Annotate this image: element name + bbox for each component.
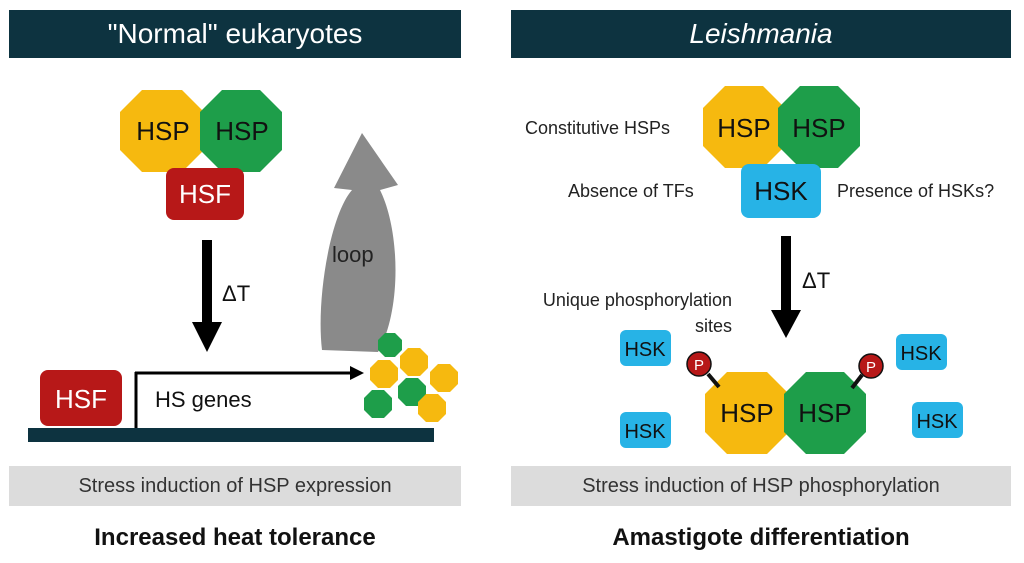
right-outcome: Amastigote differentiation bbox=[612, 524, 910, 551]
constitutive-label: Constitutive HSPs bbox=[525, 118, 671, 138]
free-hsk-box bbox=[620, 412, 671, 448]
small-hsp-octagon bbox=[418, 394, 446, 422]
small-hsp-cluster bbox=[364, 333, 458, 422]
unique-sites-line2: sites bbox=[694, 316, 732, 336]
right-hsp-octagon-green bbox=[778, 86, 860, 168]
phospho-hsp-octagon-yellow bbox=[705, 372, 789, 454]
transcription-arrow-head bbox=[350, 366, 364, 380]
phospho-link-right bbox=[850, 373, 864, 390]
right-hsp-label-a: HSP bbox=[717, 113, 770, 143]
free-hsk-box bbox=[912, 402, 963, 438]
right-hsp-label-b: HSP bbox=[792, 113, 845, 143]
left-hsf-box bbox=[166, 168, 244, 220]
right-stress-band: Stress induction of HSP phosphorylation bbox=[511, 466, 1011, 506]
left-hsp-label-a: HSP bbox=[136, 116, 189, 146]
left-delta-t: ΔT bbox=[222, 281, 250, 306]
free-hsk-label: HSK bbox=[624, 421, 666, 443]
right-hsp-octagon-yellow bbox=[703, 86, 785, 168]
loop-label: loop bbox=[332, 242, 374, 267]
unique-sites-line1: Unique phosphorylation bbox=[542, 290, 732, 310]
left-down-arrow-head bbox=[192, 322, 222, 352]
hs-genes-label: HS genes bbox=[155, 387, 252, 412]
right-delta-t: ΔT bbox=[802, 268, 830, 293]
left-hsp-octagon-green bbox=[200, 90, 282, 172]
loop-arrow bbox=[320, 133, 398, 352]
presence-label: Presence of HSKs? bbox=[837, 181, 995, 201]
small-hsp-octagon bbox=[400, 348, 428, 376]
left-outcome: Increased heat tolerance bbox=[94, 524, 376, 551]
left-down-arrow-shaft bbox=[202, 240, 212, 324]
left-hsp-octagon-yellow bbox=[120, 90, 204, 172]
free-hsk-label: HSK bbox=[624, 339, 666, 361]
phospho-label-left: P bbox=[694, 357, 704, 374]
left-header: "Normal" eukaryotes bbox=[9, 10, 461, 58]
small-hsp-octagon bbox=[378, 333, 402, 357]
absence-label: Absence of TFs bbox=[568, 181, 694, 201]
right-header: Leishmania bbox=[511, 10, 1011, 58]
right-hsk-box bbox=[741, 164, 821, 218]
phospho-label-right: P bbox=[866, 359, 876, 376]
left-hsp-label-b: HSP bbox=[215, 116, 268, 146]
left-hsf-label: HSF bbox=[179, 179, 231, 209]
small-hsp-octagon bbox=[364, 390, 392, 418]
free-hsk-label: HSK bbox=[916, 411, 958, 433]
phospho-circle-left bbox=[686, 351, 712, 377]
left-stress-band: Stress induction of HSP expression bbox=[9, 466, 461, 506]
phospho-link-left bbox=[706, 372, 721, 389]
free-hsk-box bbox=[896, 334, 947, 370]
small-hsp-octagon bbox=[370, 360, 398, 388]
right-down-arrow-head bbox=[771, 310, 801, 338]
free-hsk-label: HSK bbox=[900, 343, 942, 365]
small-hsp-octagon bbox=[398, 378, 426, 406]
bound-hsf-label: HSF bbox=[55, 384, 107, 414]
right-down-arrow-shaft bbox=[781, 236, 791, 312]
right-hsk-label: HSK bbox=[754, 176, 808, 206]
unique-sites-label: Unique phosphorylation sites bbox=[527, 287, 732, 339]
dna-bar bbox=[28, 428, 434, 442]
phospho-circle-right bbox=[858, 353, 884, 379]
phospho-hsp-octagon-green bbox=[784, 372, 866, 454]
free-hsk-box bbox=[620, 330, 671, 366]
phospho-hsp-label-b: HSP bbox=[798, 398, 851, 428]
phospho-hsp-label-a: HSP bbox=[720, 398, 773, 428]
small-hsp-octagon bbox=[430, 364, 458, 392]
bound-hsf-box bbox=[40, 370, 122, 426]
